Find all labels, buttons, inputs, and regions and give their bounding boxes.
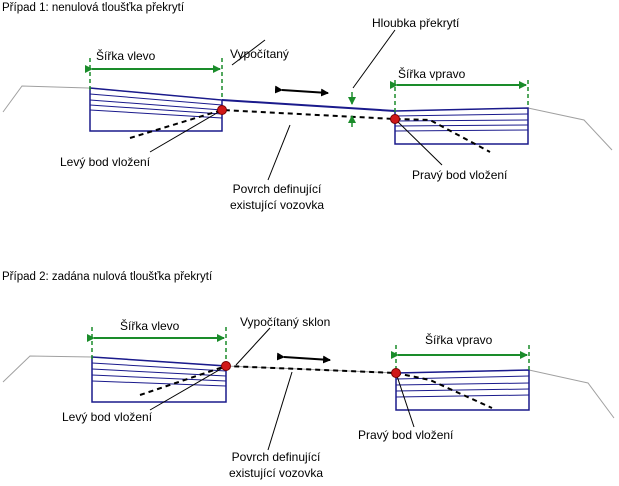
case2-surface-label-line1: Povrch definující bbox=[231, 450, 321, 464]
case1-width-right-label: Šířka vpravo bbox=[398, 67, 466, 81]
case2-width-left-label: Šířka vlevo bbox=[120, 319, 180, 333]
case2-left-insert-label: Levý bod vložení bbox=[62, 410, 153, 424]
case1-computed-arrow bbox=[274, 85, 329, 97]
case2-left-assembly bbox=[91, 356, 227, 403]
case2-left-insert-point bbox=[221, 361, 231, 371]
case1-left-insert-point bbox=[217, 105, 227, 115]
case1-computed-label: Vypočítaný bbox=[230, 47, 289, 61]
case1-right-assembly bbox=[394, 107, 529, 145]
case2-diagram bbox=[2, 327, 615, 451]
case2-surface-label-line2: existující vozovka bbox=[228, 466, 324, 480]
case1-surface-label-line1: Povrch definující bbox=[232, 182, 322, 196]
case2-right-insert-point bbox=[391, 368, 401, 378]
case2-right-assembly bbox=[395, 369, 530, 411]
case2-computed-arrow bbox=[276, 352, 331, 364]
case1-left-insert-label: Levý bod vložení bbox=[60, 155, 151, 169]
case1-width-left-label: Šířka vlevo bbox=[96, 49, 156, 63]
case1-left-assembly bbox=[89, 87, 223, 132]
case1-surface-label-line2: existující vozovka bbox=[229, 198, 325, 212]
case1-existing-road bbox=[129, 108, 491, 153]
case1-diagram bbox=[2, 29, 613, 181]
case2-width-right-label: Šířka vpravo bbox=[425, 333, 493, 347]
case2-computed-label: Vypočítaný sklon bbox=[240, 315, 331, 329]
case1-overlay-depth-label: Hloubka překrytí bbox=[372, 16, 460, 30]
case2-right-insert-label: Pravý bod vložení bbox=[358, 428, 454, 442]
case2-existing-ground bbox=[2, 355, 615, 419]
case1-computed-surface bbox=[221, 99, 396, 112]
case1-existing-ground bbox=[2, 85, 613, 151]
case1-right-insert-label: Pravý bod vložení bbox=[412, 168, 508, 182]
case2-title: Případ 2: zadána nulová tloušťka překryt… bbox=[2, 271, 213, 283]
case1-title: Případ 1: nenulová tloušťka překrytí bbox=[2, 2, 185, 14]
case2-existing-road bbox=[139, 364, 493, 409]
case1-right-insert-point bbox=[390, 114, 400, 124]
